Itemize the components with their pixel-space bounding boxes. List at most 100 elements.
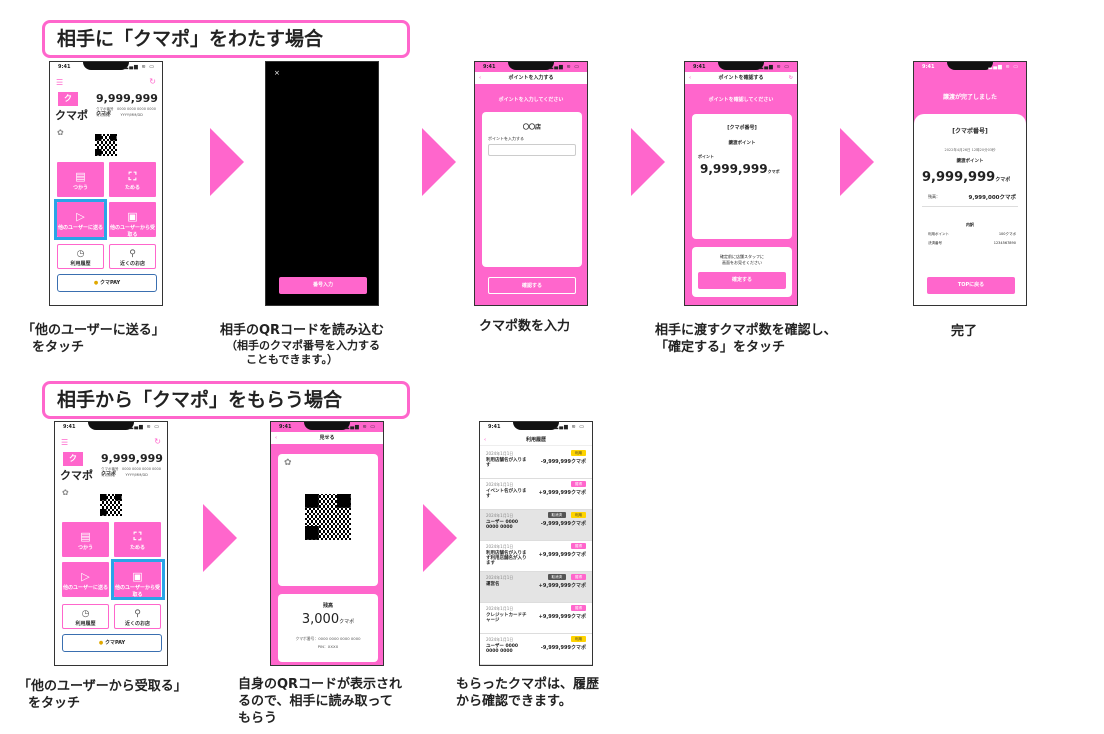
history-name: イベント名が入ります [486, 489, 527, 499]
history-tile[interactable]: ◷利用履歴 [57, 244, 104, 269]
confirm-amount: 9,999,999クマポ [700, 162, 780, 176]
logo-text: クマポ [55, 109, 88, 122]
notch [947, 62, 993, 70]
history-date: 2024年1月1日 [486, 482, 514, 487]
menu-icon[interactable]: ☰ [56, 78, 64, 87]
banner: ポイントを入力してください [498, 97, 564, 103]
history-row[interactable]: 2024年1月1日利用店舗名が入ります-9,999,999クマポ利用 [480, 448, 592, 479]
caption-s1-2: 相手のQRコードを読み込む（相手のクマポ番号を入力することもできます。） [220, 323, 385, 366]
shop-icon: ▤ [75, 170, 86, 183]
done-banner: 譲渡が完了しました [942, 94, 997, 101]
status-icons: ▂▄▆ ≋ ▭ [129, 424, 160, 430]
qr-card: ✿ [278, 454, 378, 586]
send-tile[interactable]: ▷他のユーザーに送る [62, 562, 109, 597]
history-tile[interactable]: ◷利用履歴 [62, 604, 109, 629]
qr-code [100, 494, 122, 516]
done-card: [クマポ番号] 2022年4月26日 12時20分03秒 譲渡ポイント 9,99… [914, 114, 1026, 305]
arrow-6 [423, 504, 457, 572]
menu-icon[interactable]: ☰ [61, 438, 69, 447]
arrow-1 [210, 128, 244, 196]
gift-icon: ▣ [132, 570, 143, 583]
phone-show: 9:41 ▂▄▆ ≋ ▭ ‹見せる ✿ 残高 3,000クマポ クマポ番号：00… [270, 421, 384, 666]
history-date: 2024年1月1日 [486, 637, 514, 642]
back-icon[interactable]: ‹ [275, 435, 278, 441]
balance-amount: 3,000クマポ [301, 612, 355, 627]
pin: PIN：XXXX [317, 644, 339, 649]
clock-icon: ◷ [76, 249, 85, 259]
nearby-tile[interactable]: ⚲近くのお店 [109, 244, 156, 269]
caption-s2-3: もらったクマポは、履歴から確認できます。 [456, 677, 600, 709]
back-icon[interactable]: ‹ [689, 75, 692, 81]
use-tile[interactable]: ▤つかう [57, 162, 104, 197]
back-icon[interactable]: ‹ [484, 437, 487, 443]
pay-button[interactable]: ● クマPAY [57, 274, 157, 292]
kumapo-logo: ク [63, 452, 83, 466]
confirm-button[interactable]: 確認する [488, 277, 576, 294]
history-row[interactable]: 2024年1月1日イベント名が入ります+9,999,999クマポ獲得 [480, 479, 592, 510]
use-tile[interactable]: ▤つかう [62, 522, 109, 557]
caption-s1-3: クマポ数を入力 [479, 319, 571, 334]
point-input[interactable] [488, 144, 576, 156]
send-icon: ▷ [76, 210, 85, 223]
caption-s1-1: 「他のユーザーに送る」をタッチ [22, 323, 165, 355]
card-info: クマポ番号 0000 0000 0000 0000 有効期限 YYYY/MM/D… [101, 467, 161, 477]
confirm-card: [クマポ番号] 譲渡ポイント ポイント 9,999,999クマポ [692, 114, 792, 239]
number-input-button[interactable]: 番号入力 [279, 277, 367, 294]
save-tile[interactable]: ⛶ためる [109, 162, 156, 197]
status-time: 9:41 [922, 64, 935, 70]
balance-value: 9,999,999クマポ [101, 452, 163, 477]
back-icon[interactable]: ‹ [479, 75, 482, 81]
status-icons: ▂▄▆ ≋ ▭ [549, 64, 580, 70]
status-time: 9:41 [63, 424, 76, 430]
receive-tile[interactable]: ▣他のユーザーから受取る [114, 562, 161, 598]
arrow-4 [840, 128, 874, 196]
transfer-label: 譲渡ポイント [956, 159, 984, 164]
history-date: 2024年1月1日 [486, 544, 514, 549]
pay-button[interactable]: ● クマPAY [62, 634, 162, 652]
scan-icon: ⛶ [128, 170, 137, 183]
detail-2-value: 1234567890 [993, 241, 1016, 245]
banner: ポイントを確認してください [708, 97, 774, 103]
history-row[interactable]: 2024年1月1日運営名+9,999,999クマポ獲得取消済 [480, 572, 592, 603]
send-tile[interactable]: ▷他のユーザーに送る [57, 202, 104, 237]
history-row[interactable]: 2024年1月1日利用店舗名が入ります利用店舗名が入ります+9,999,999ク… [480, 541, 592, 572]
notch [83, 62, 129, 70]
done-amount: 9,999,999クマポ [922, 170, 1011, 185]
history-date: 2024年1月1日 [486, 451, 514, 456]
notch [718, 62, 764, 70]
refresh-icon[interactable]: ↻ [149, 77, 156, 86]
caption-s2-2: 自身のQRコードが表示されるので、相手に読み取ってもらう [238, 677, 403, 726]
nearby-tile[interactable]: ⚲近くのお店 [114, 604, 161, 629]
top-button[interactable]: TOPに戻る [927, 277, 1015, 294]
qr-code [95, 134, 117, 156]
status-time: 9:41 [58, 64, 71, 70]
highlight-send [54, 199, 107, 240]
status-time: 9:41 [488, 424, 501, 430]
receive-tile[interactable]: ▣他のユーザーから受取る [109, 202, 156, 238]
done-datetime: 2022年4月26日 12時20分03秒 [944, 148, 996, 152]
caption-s2-1: 「他のユーザーから受取る」をタッチ [18, 679, 187, 711]
section2-title: 相手から「クマポ」をもらう場合 [42, 381, 410, 419]
history-row[interactable]: 2024年1月1日ユーザー 0000 0000 0000-9,999,999クマ… [480, 510, 592, 541]
card-info: クマポ番号 0000 0000 0000 0000 有効期限 YYYY/MM/D… [96, 107, 156, 117]
status-icons: ▂▄▆ ≋ ▭ [554, 424, 585, 430]
header: ‹ポイントを確認する↻ [685, 72, 797, 84]
notch [508, 62, 554, 70]
phone-input: 9:41 ▂▄▆ ≋ ▭ ‹ポイントを入力する ポイントを入力してください 〇〇… [474, 61, 588, 306]
refresh-icon[interactable]: ↻ [154, 437, 161, 446]
refresh-icon[interactable]: ↻ [788, 75, 793, 81]
save-tile[interactable]: ⛶ためる [114, 522, 161, 557]
history-name: ユーザー 0000 0000 0000 [486, 520, 519, 530]
shop-icon: ▤ [80, 530, 91, 543]
rest-value: 9,999,000クマポ [968, 195, 1016, 201]
note-card: 確定前に店舗スタッフに画面をお見せください 確定する [692, 247, 792, 297]
finalize-button[interactable]: 確定する [698, 272, 786, 289]
detail-1-value: 100クマポ [998, 232, 1016, 236]
history-date: 2024年1月1日 [486, 606, 514, 611]
close-icon[interactable]: × [274, 69, 280, 77]
history-name: 利用店舗名が入ります [486, 458, 527, 468]
history-row[interactable]: 2024年1月1日ユーザー 0000 0000 0000-9,999,999クマ… [480, 634, 592, 665]
input-card: 〇〇店 ポイントを入力する [482, 112, 582, 267]
history-row[interactable]: 2024年1月1日クレジットカードチャージ+9,999,999クマポ獲得 [480, 603, 592, 634]
divider [922, 206, 1018, 207]
